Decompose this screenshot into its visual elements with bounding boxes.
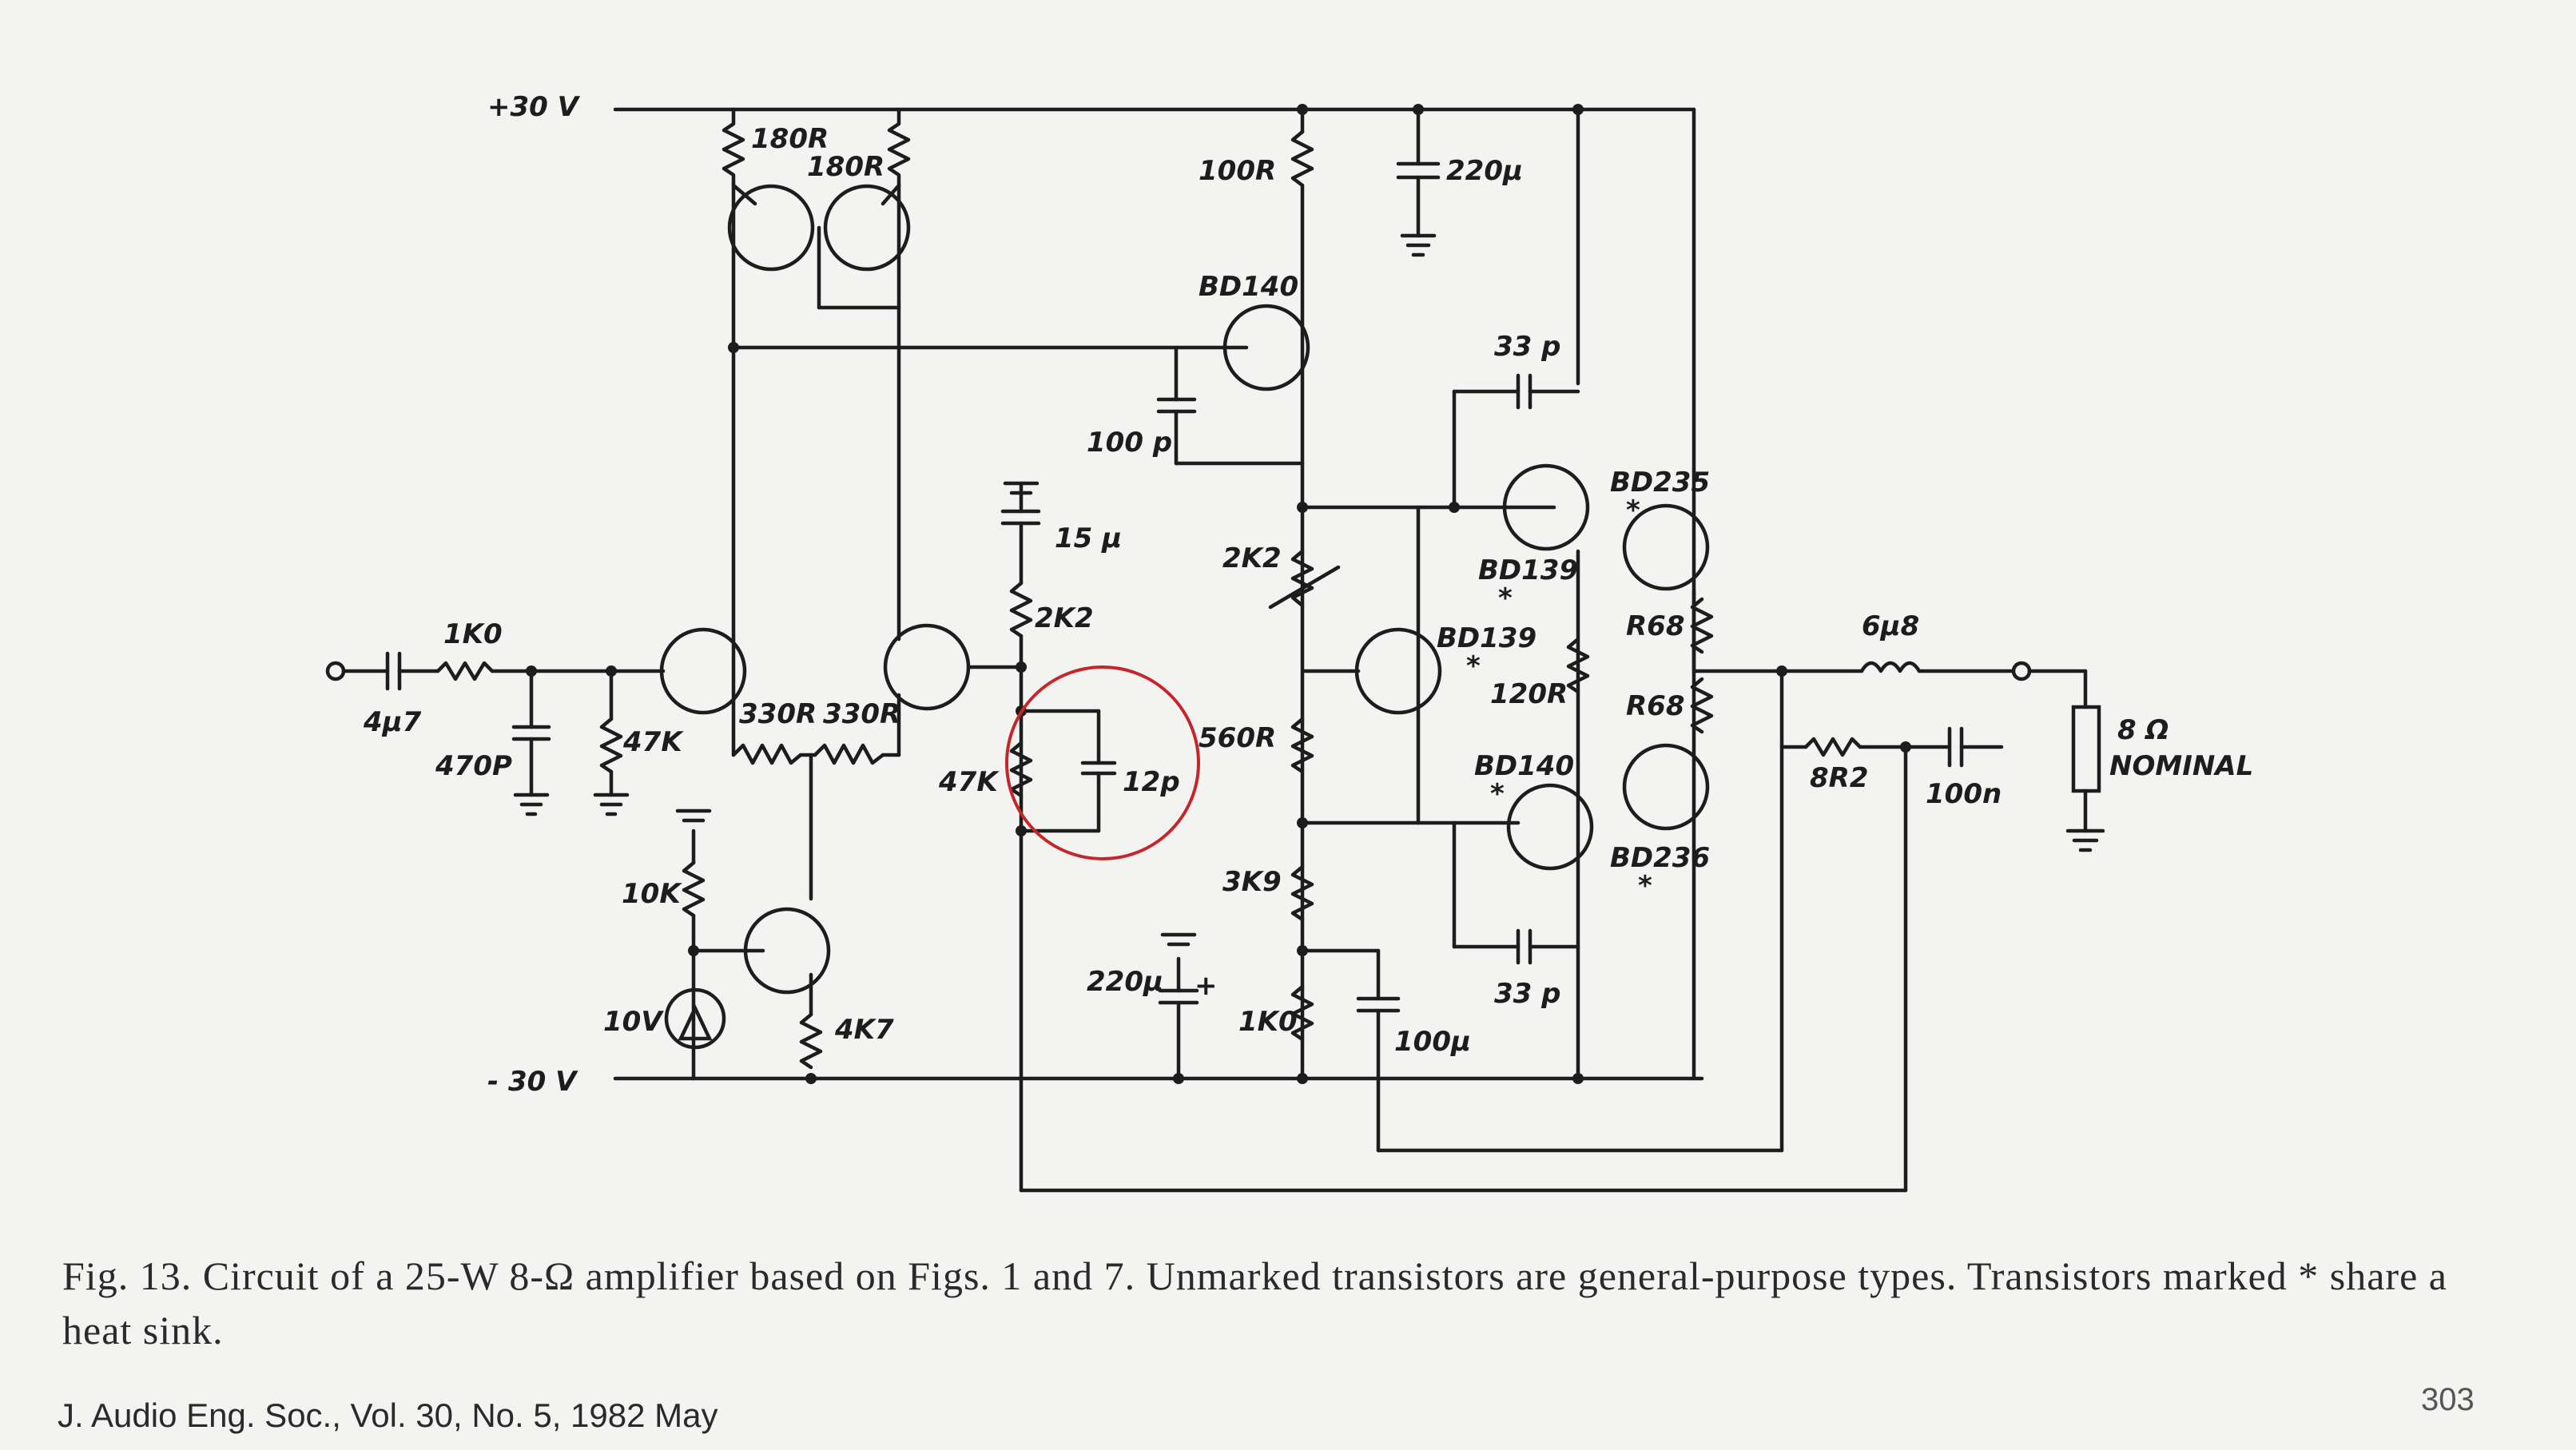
label-r10k: 10K xyxy=(622,878,682,910)
label-bd139b: BD139 xyxy=(1437,622,1536,654)
label-bd235: BD235 xyxy=(1610,467,1710,499)
label-r2k2a: 2K2 xyxy=(1222,542,1282,574)
label-bd140b: BD140 xyxy=(1474,750,1574,782)
label-vpos: +30 V xyxy=(487,91,581,123)
label-r560: 560R xyxy=(1199,722,1276,754)
label-c100u: 100μ xyxy=(1394,1026,1471,1058)
highlight-circle xyxy=(1005,665,1200,860)
label-star2: * xyxy=(1498,582,1513,614)
figure-caption: Fig. 13. Circuit of a 25-W 8-Ω amplifier… xyxy=(62,1253,2447,1353)
label-c15: 15 μ xyxy=(1055,522,1122,554)
label-c12p: 12p xyxy=(1123,766,1180,798)
label-r180b: 180R xyxy=(807,151,885,183)
label-r47kb: 47K xyxy=(938,766,1000,798)
label-star4: * xyxy=(1490,778,1505,810)
label-r1k0b: 1K0 xyxy=(1238,1006,1298,1038)
journal-footer: J. Audio Eng. Soc., Vol. 30, No. 5, 1982… xyxy=(58,1396,718,1434)
label-r68a: R68 xyxy=(1626,610,1685,642)
label-r4k7: 4K7 xyxy=(834,1014,894,1046)
label-load: 8 Ω xyxy=(2117,714,2169,746)
label-star1: * xyxy=(1626,495,1640,526)
label-r180a: 180R xyxy=(751,123,829,155)
label-r8r2: 8R2 xyxy=(1810,762,1869,794)
label-c33bot: 33 p xyxy=(1494,978,1561,1010)
label-nominal: NOMINAL xyxy=(2109,750,2253,782)
label-c33top: 33 p xyxy=(1494,331,1561,363)
label-star3: * xyxy=(1466,650,1481,682)
label-c220top: 220μ xyxy=(1446,155,1523,187)
label-plus: + xyxy=(1195,970,1218,1002)
label-z10v: 10V xyxy=(603,1006,664,1038)
label-r330a: 330R xyxy=(739,698,817,730)
label-r47ka: 47K xyxy=(622,726,684,758)
label-bd140top: BD140 xyxy=(1199,271,1298,303)
amplifier-schematic: +30 V - 30 V 180R 180R 100R 220μ BD140 3… xyxy=(325,91,2253,1193)
label-c100p: 100 p xyxy=(1087,427,1172,459)
label-r3k9: 3K9 xyxy=(1222,866,1282,898)
label-vneg: - 30 V xyxy=(487,1066,578,1098)
label-r330b: 330R xyxy=(823,698,900,730)
label-c470p: 470P xyxy=(435,750,512,782)
label-c4u7: 4μ7 xyxy=(363,706,422,738)
label-r100: 100R xyxy=(1199,155,1276,187)
label-c100n: 100n xyxy=(1926,778,2002,810)
label-c220mid: 220μ xyxy=(1087,966,1163,998)
label-bd139a: BD139 xyxy=(1478,554,1578,586)
label-l6u8: 6μ8 xyxy=(1862,610,1919,642)
label-r1k0: 1K0 xyxy=(443,618,503,650)
page-number: 303 xyxy=(2421,1382,2475,1417)
label-r120: 120R xyxy=(1490,678,1568,710)
label-bd236: BD236 xyxy=(1610,842,1710,874)
label-r68b: R68 xyxy=(1626,690,1685,722)
label-star5: * xyxy=(1638,870,1652,902)
label-r2k2b: 2K2 xyxy=(1035,602,1094,634)
